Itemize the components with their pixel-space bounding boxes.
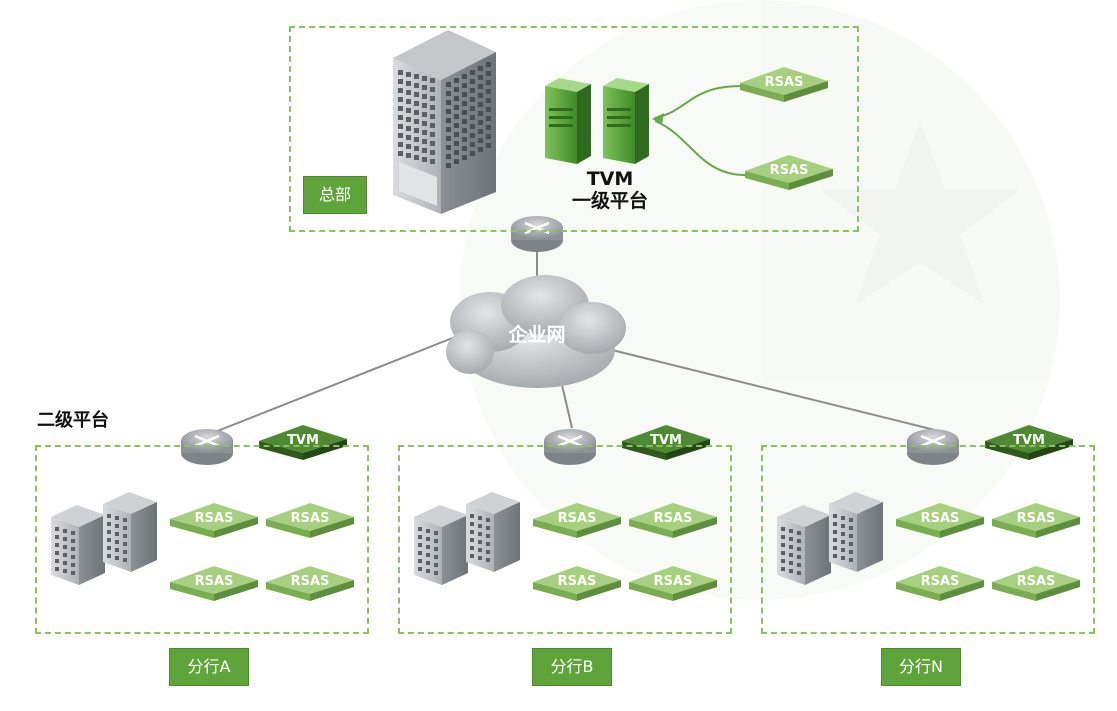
branch-3-rsas-device-1: RSAS [896,503,984,538]
branch-building-icon [777,505,831,585]
branch-rsas-label: RSAS [558,511,597,526]
branch-router-icon-2 [544,429,596,465]
branch-zone-n [761,445,1095,634]
branch-tvm-label: TVM [1013,433,1045,448]
branch-building-icon [51,505,105,585]
branch-rsas-label: RSAS [195,511,234,526]
branch-3-rsas-device-3: RSAS [896,566,984,601]
branch-tvm-label: TVM [650,433,682,448]
branch-zone-b [398,445,732,634]
branch-3-rsas-device-4: RSAS [992,566,1080,601]
branch-building-icon [829,492,883,572]
branch-router-icon-1 [181,429,233,465]
branch-building-icon [103,492,157,572]
hq-platform-level: 一级平台 [571,190,648,212]
branch-2-rsas-device-4: RSAS [629,566,717,601]
enterprise-network-cloud-icon [446,275,626,388]
hq-report-arrows [652,85,746,176]
branch-2-rsas-device-3: RSAS [533,566,621,601]
branch-building-icon [466,492,520,572]
branch-label-a: 分行A [169,648,249,686]
level2-platform-label: 二级平台 [37,410,109,431]
branch-2-rsas-device-2: RSAS [629,503,717,538]
branch-zone-a [35,445,369,634]
hq-rsas-device-1: RSAS [740,67,828,102]
branch-rsas-label: RSAS [921,574,960,589]
branch-rsas-label: RSAS [195,574,234,589]
branch-rsas-label: RSAS [1017,574,1056,589]
branch-rsas-label: RSAS [654,511,693,526]
branch-rsas-label: RSAS [558,574,597,589]
branch-rsas-label: RSAS [291,574,330,589]
branch-router-icon-3 [907,429,959,465]
hq-platform-caption: TVM 一级平台 [540,168,680,212]
branch-rsas-label: RSAS [921,511,960,526]
branch-rsas-label: RSAS [1017,511,1056,526]
hq-rsas-label: RSAS [770,163,809,178]
hq-zone [289,26,859,232]
branch-tvm-label: TVM [287,433,319,448]
branch-1-rsas-device-3: RSAS [170,566,258,601]
branch-label-b: 分行B [532,648,612,686]
branch-1-rsas-device-4: RSAS [266,566,354,601]
hq-tvm-server-icon [545,78,649,164]
branch-rsas-label: RSAS [654,574,693,589]
hq-rsas-device-2: RSAS [745,155,833,190]
branch-1-rsas-device-1: RSAS [170,503,258,538]
branch-building-icon [414,505,468,585]
branch-label-n: 分行N [881,648,961,686]
branch-2-rsas-device-1: RSAS [533,503,621,538]
hq-label: 总部 [303,176,367,214]
branch-3-rsas-device-2: RSAS [992,503,1080,538]
hq-platform-name: TVM [586,168,634,190]
network-label: 企业网 [507,323,565,346]
branch-1-rsas-device-2: RSAS [266,503,354,538]
hq-building-icon [393,30,496,214]
branch-rsas-label: RSAS [291,511,330,526]
hq-rsas-label: RSAS [765,75,804,90]
